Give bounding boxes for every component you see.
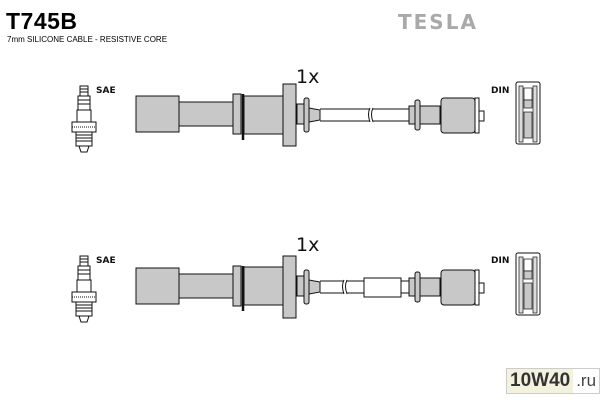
- sae-label-1: SAE: [96, 86, 116, 96]
- din-connector-icon-2: [515, 252, 541, 316]
- boot-cap-1: [135, 95, 180, 133]
- subtitle: 7mm SILICONE CABLE - RESISTIVE CORE: [7, 35, 168, 44]
- flange-2: [282, 255, 297, 319]
- quantity-label-1: 1x: [296, 66, 320, 88]
- spark-plug-icon-2: [71, 255, 97, 323]
- din-label-1: DIN: [491, 86, 510, 96]
- part-number: T745B: [6, 8, 78, 34]
- terminal-boot-2: [440, 269, 476, 306]
- spark-plug-icon-1: [71, 85, 97, 153]
- flange-1: [282, 83, 297, 147]
- terminal-boot-1: [440, 97, 476, 134]
- cable-assembly-1: [71, 81, 541, 153]
- boot-cap-2: [135, 267, 180, 305]
- watermark: 10W40 .ru: [506, 368, 600, 394]
- din-connector-icon-1: [515, 81, 541, 145]
- watermark-main: 10W40: [507, 369, 574, 393]
- sae-label-2: SAE: [96, 256, 116, 266]
- brand-logo: TESLA: [398, 10, 478, 34]
- boot-sleeve-1: [243, 95, 285, 135]
- boot-body-2: [178, 273, 234, 299]
- cable-assembly-2: [71, 252, 541, 323]
- watermark-tld: .ru: [573, 369, 600, 393]
- boot-collar-1: [232, 93, 242, 135]
- boot-body-1: [178, 101, 234, 127]
- quantity-label-2: 1x: [296, 234, 320, 256]
- din-label-2: DIN: [491, 256, 510, 266]
